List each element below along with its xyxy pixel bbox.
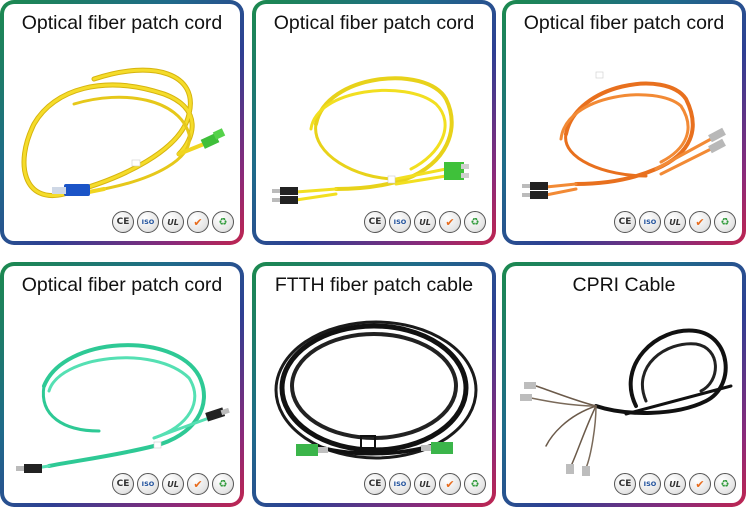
- product-title: Optical fiber patch cord: [21, 274, 223, 296]
- ce-mark-icon: CE: [614, 473, 636, 495]
- card-body: Optical fiber patch cord CE ISO UL: [506, 4, 742, 241]
- ul-mark-icon: UL: [162, 473, 184, 495]
- product-image-aqua-simplex: [16, 343, 230, 473]
- iso-mark-icon: ISO: [137, 211, 159, 233]
- product-card-5[interactable]: FTTH fiber patch cable CE ISO UL ✔ ♻: [252, 262, 496, 507]
- certification-badges: CE ISO UL ✔ ♻: [364, 473, 486, 497]
- iso-mark-icon: ISO: [137, 473, 159, 495]
- product-card-3[interactable]: Optical fiber patch cord CE ISO UL: [502, 0, 746, 245]
- quality-check-icon: ✔: [689, 211, 711, 233]
- product-title: Optical fiber patch cord: [21, 12, 223, 34]
- card-body: Optical fiber patch cord CE ISO UL ✔ ♻: [4, 266, 240, 503]
- certification-badges: CE ISO UL ✔ ♻: [614, 211, 736, 235]
- rohs-leaf-icon: ♻: [464, 211, 486, 233]
- product-image-orange-duplex: [522, 71, 726, 199]
- product-title: CPRI Cable: [572, 274, 676, 296]
- product-title: Optical fiber patch cord: [273, 12, 475, 34]
- product-title: Optical fiber patch cord: [523, 12, 725, 34]
- rohs-leaf-icon: ♻: [714, 211, 736, 233]
- product-card-1[interactable]: Optical fiber patch cord CE ISO UL ✔ ♻: [0, 0, 244, 245]
- ce-mark-icon: CE: [364, 473, 386, 495]
- quality-check-icon: ✔: [439, 473, 461, 495]
- quality-check-icon: ✔: [689, 473, 711, 495]
- quality-check-icon: ✔: [187, 211, 209, 233]
- iso-mark-icon: ISO: [639, 211, 661, 233]
- rohs-leaf-icon: ♻: [212, 473, 234, 495]
- ul-mark-icon: UL: [414, 473, 436, 495]
- ul-mark-icon: UL: [664, 473, 686, 495]
- iso-mark-icon: ISO: [389, 473, 411, 495]
- product-card-4[interactable]: Optical fiber patch cord CE ISO UL ✔ ♻: [0, 262, 244, 507]
- card-body: Optical fiber patch cord CE ISO UL ✔ ♻: [4, 4, 240, 241]
- product-card-2[interactable]: Optical fiber patch cord CE ISO: [252, 0, 496, 245]
- iso-mark-icon: ISO: [389, 211, 411, 233]
- product-title: FTTH fiber patch cable: [274, 274, 474, 296]
- card-body: CPRI Cable CE ISO UL ✔ ♻: [506, 266, 742, 503]
- product-card-6[interactable]: CPRI Cable CE ISO UL ✔ ♻: [502, 262, 746, 507]
- product-image-cpri-breakout: [520, 328, 733, 476]
- ul-mark-icon: UL: [414, 211, 436, 233]
- product-image-yellow-simplex: [21, 67, 226, 198]
- ce-mark-icon: CE: [112, 473, 134, 495]
- ce-mark-icon: CE: [112, 211, 134, 233]
- ul-mark-icon: UL: [664, 211, 686, 233]
- product-image-black-drop-cable: [274, 320, 478, 460]
- quality-check-icon: ✔: [439, 211, 461, 233]
- rohs-leaf-icon: ♻: [212, 211, 234, 233]
- certification-badges: CE ISO UL ✔ ♻: [112, 473, 234, 497]
- rohs-leaf-icon: ♻: [714, 473, 736, 495]
- iso-mark-icon: ISO: [639, 473, 661, 495]
- certification-badges: CE ISO UL ✔ ♻: [614, 473, 736, 497]
- certification-badges: CE ISO UL ✔ ♻: [112, 211, 234, 235]
- ul-mark-icon: UL: [162, 211, 184, 233]
- card-body: FTTH fiber patch cable CE ISO UL ✔ ♻: [256, 266, 492, 503]
- ce-mark-icon: CE: [614, 211, 636, 233]
- rohs-leaf-icon: ♻: [464, 473, 486, 495]
- certification-badges: CE ISO UL ✔ ♻: [364, 211, 486, 235]
- card-body: Optical fiber patch cord CE ISO: [256, 4, 492, 241]
- ce-mark-icon: CE: [364, 211, 386, 233]
- product-image-yellow-duplex: [272, 76, 469, 204]
- quality-check-icon: ✔: [187, 473, 209, 495]
